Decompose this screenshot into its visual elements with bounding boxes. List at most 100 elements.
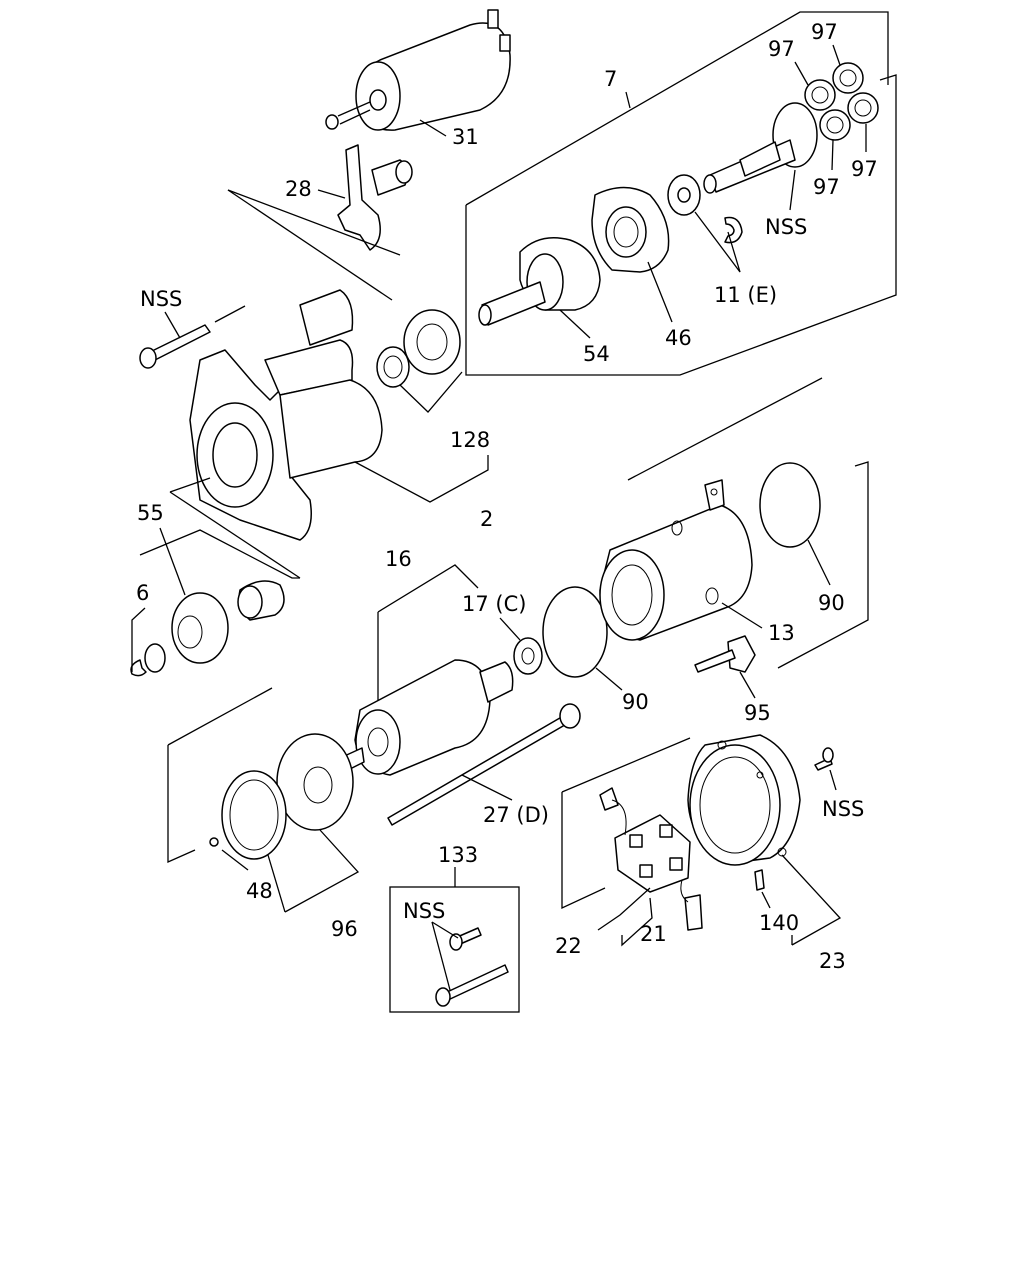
callout-55: 55 (137, 501, 164, 525)
part-55-pinion (171, 580, 285, 664)
leader-nss4a (431, 921, 459, 939)
guide-cover-left (167, 745, 196, 864)
callout-13: 13 (768, 621, 795, 645)
part-90-o-ring-right (759, 462, 821, 548)
callout-90-b: 90 (818, 591, 845, 615)
leader-140 (761, 891, 771, 909)
callout-27d: 27 (D) (483, 803, 549, 827)
part-48-seal (209, 770, 287, 860)
leader-90b (807, 539, 831, 586)
leader-55 (159, 527, 186, 596)
part-2-drive-housing (189, 289, 383, 541)
callout-97-b: 97 (811, 20, 838, 44)
leader-nss1 (789, 169, 796, 211)
part-nss-bolt-short (449, 927, 482, 951)
leader-13 (721, 602, 763, 629)
leader-16b (377, 564, 479, 613)
part-planet-carrier (703, 102, 818, 194)
callout-nss-2: NSS (140, 287, 182, 311)
callout-21: 21 (640, 922, 667, 946)
guide-line-a (227, 189, 393, 301)
leader-nss3 (829, 769, 837, 791)
part-31-solenoid (325, 9, 511, 131)
callout-17c: 17 (C) (462, 592, 526, 616)
guide-yoke-right (777, 461, 869, 669)
leader-90a (595, 667, 623, 691)
leader-22 (597, 887, 651, 931)
part-13-yoke (599, 479, 753, 641)
group-7-bracket-top (465, 11, 889, 206)
callout-96: 96 (331, 917, 358, 941)
part-90-o-ring-left (542, 586, 608, 678)
callout-nss-4: NSS (403, 899, 445, 923)
part-23-rear-cover (687, 734, 801, 866)
callout-95: 95 (744, 701, 771, 725)
guide-line-b (227, 189, 401, 256)
callout-7: 7 (604, 67, 617, 91)
leader-128 (399, 371, 463, 413)
leader-96b (267, 854, 286, 913)
part-nss-bolt-long (435, 964, 509, 1007)
leader-17 (499, 617, 521, 641)
part-95-terminal (694, 635, 756, 673)
part-17-bearing (513, 637, 543, 675)
callout-16: 16 (385, 547, 412, 571)
callout-90-a: 90 (622, 690, 649, 714)
leader-96a (284, 829, 360, 913)
callout-23: 23 (819, 949, 846, 973)
callout-97-c: 97 (813, 175, 840, 199)
leader-28 (317, 189, 346, 199)
guide-brush-left (561, 792, 606, 910)
callout-54: 54 (583, 342, 610, 366)
leader-nss2 (164, 311, 181, 339)
callout-2: 2 (480, 507, 493, 531)
part-54-output-shaft (478, 237, 601, 326)
leader-7 (625, 91, 631, 109)
leader-48 (221, 849, 249, 871)
guide-55 (139, 529, 300, 579)
guide-housing-a (169, 491, 301, 579)
part-16-armature (337, 659, 514, 776)
part-nss-bolt-top (139, 324, 211, 369)
guide-brush-top (561, 737, 691, 793)
part-128-bearing-seal (376, 309, 461, 388)
callout-48: 48 (246, 879, 273, 903)
part-27-through-bolt (387, 703, 581, 826)
callout-133: 133 (438, 843, 478, 867)
guide-yoke-top (627, 377, 823, 481)
leader-97b (832, 44, 841, 66)
callout-46: 46 (665, 326, 692, 350)
leader-11 (694, 211, 741, 273)
callout-nss-3: NSS (822, 797, 864, 821)
leader-95 (739, 671, 756, 699)
callout-11e: 11 (E) (714, 283, 777, 307)
part-6-clip (130, 643, 166, 677)
callout-22: 22 (555, 934, 582, 958)
leader-46 (647, 261, 673, 323)
leader-23a (781, 854, 842, 946)
leader-54 (559, 309, 591, 339)
guide-housing-b (169, 477, 211, 493)
callout-6: 6 (136, 581, 149, 605)
leader-nss4b (431, 921, 451, 991)
leader-97a (794, 61, 809, 86)
part-96-end-cover (276, 733, 354, 831)
callout-128: 128 (450, 428, 490, 452)
callout-nss-1: NSS (765, 215, 807, 239)
callout-97-d: 97 (851, 157, 878, 181)
callout-28: 28 (285, 177, 312, 201)
part-nss-screw-cover (814, 747, 834, 771)
leader-97c (831, 139, 834, 171)
guide-bolt (214, 305, 246, 323)
part-140-screw (754, 869, 765, 891)
group-7-bracket (465, 74, 897, 376)
leader-27 (461, 774, 513, 801)
part-97-gears (804, 62, 879, 141)
leader-6 (131, 607, 146, 672)
callout-97-a: 97 (768, 37, 795, 61)
part-21-brush (680, 879, 703, 931)
callout-31: 31 (452, 125, 479, 149)
part-22-brush-holder (599, 787, 691, 893)
